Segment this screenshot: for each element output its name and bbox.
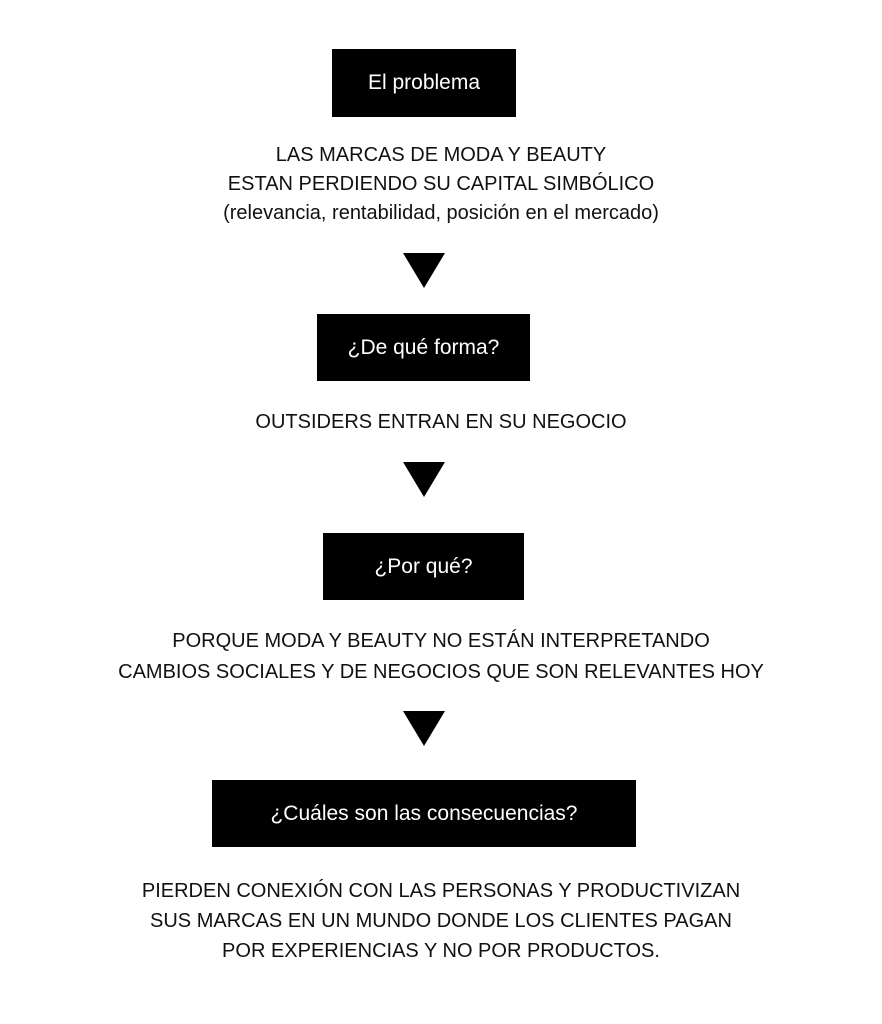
heading-why: ¿Por qué? [323, 533, 524, 600]
consequences-text: PIERDEN CONEXIÓN CON LAS PERSONAS Y PROD… [141, 880, 741, 962]
heading-how: ¿De qué forma? [317, 314, 530, 381]
problem-text: LAS MARCAS DE MODA Y BEAUTY ESTAN PERDIE… [223, 144, 659, 224]
heading-problem: El problema [332, 49, 516, 117]
arrow-down-icon [403, 462, 445, 497]
arrow-down-icon [403, 253, 445, 288]
how-text: OUTSIDERS ENTRAN EN SU NEGOCIO [255, 411, 627, 433]
why-text: PORQUE MODA Y BEAUTY NO ESTÁN INTERPRETA… [118, 630, 764, 683]
arrow-down-icon [403, 711, 445, 746]
heading-consequences: ¿Cuáles son las consecuencias? [212, 780, 636, 847]
